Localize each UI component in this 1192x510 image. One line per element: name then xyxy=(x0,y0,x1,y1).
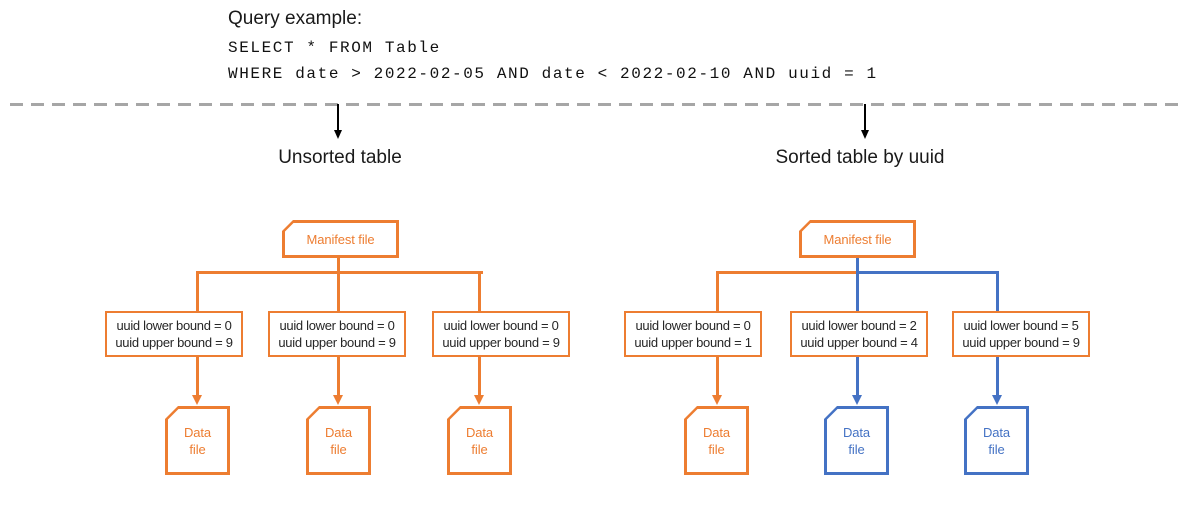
right-bound-box-1-line2: uuid upper bound = 1 xyxy=(634,335,752,350)
right-data-file-2-inner: Data file xyxy=(827,409,886,472)
left-bound-box-2: uuid lower bound = 0 uuid upper bound = … xyxy=(268,311,406,357)
left-data-file-2-line1: Data xyxy=(324,424,353,440)
left-data-file-3-line1: Data xyxy=(465,424,494,440)
right-connector-blue-horizontal xyxy=(855,271,999,274)
right-bound-box-3-line1: uuid lower bound = 5 xyxy=(963,318,1079,333)
right-bound-box-1: uuid lower bound = 0 uuid upper bound = … xyxy=(624,311,762,357)
left-data-file-3: Data file xyxy=(447,406,512,475)
right-arrow-3-line xyxy=(995,357,999,396)
right-data-file-1-inner: Data file xyxy=(687,409,746,472)
right-bound-box-2-line2: uuid upper bound = 4 xyxy=(800,335,918,350)
left-bound-box-1-line2: uuid upper bound = 9 xyxy=(115,335,233,350)
query-code-line2: WHERE date > 2022-02-05 AND date < 2022-… xyxy=(228,65,878,83)
right-bound-box-2-line1: uuid lower bound = 2 xyxy=(801,318,917,333)
right-data-file-2-line2: file xyxy=(848,441,865,457)
left-data-file-2-line2: file xyxy=(330,441,347,457)
left-arrow-2-line xyxy=(337,357,340,396)
left-connector-horizontal xyxy=(196,271,483,274)
right-arrow-1-icon xyxy=(711,395,722,405)
left-bound-box-2-line1: uuid lower bound = 0 xyxy=(279,318,395,333)
left-manifest-file-label: Manifest file xyxy=(306,231,375,247)
left-manifest-file-box: Manifest file xyxy=(282,220,399,258)
down-arrow-right-icon xyxy=(860,130,869,139)
left-arrow-2-icon xyxy=(333,395,343,405)
left-bound-box-3-line1: uuid lower bound = 0 xyxy=(443,318,559,333)
right-data-file-3-inner: Data file xyxy=(967,409,1026,472)
right-manifest-file-box: Manifest file xyxy=(799,220,916,258)
left-diagram-title: Unsorted table xyxy=(278,147,402,168)
left-data-file-1-line2: file xyxy=(189,441,206,457)
right-manifest-file-inner: Manifest file xyxy=(802,223,913,255)
right-manifest-file-label: Manifest file xyxy=(823,231,892,247)
left-bound-box-1-line1: uuid lower bound = 0 xyxy=(116,318,232,333)
left-connector-left-vertical xyxy=(196,271,199,311)
left-bound-box-1: uuid lower bound = 0 uuid upper bound = … xyxy=(105,311,243,357)
left-data-file-3-line2: file xyxy=(471,441,488,457)
right-bound-box-1-line1: uuid lower bound = 0 xyxy=(635,318,751,333)
left-arrow-3-line xyxy=(478,357,481,396)
left-bound-box-3-line2: uuid upper bound = 9 xyxy=(442,335,560,350)
right-diagram-title: Sorted table by uuid xyxy=(775,147,945,168)
left-data-file-2-inner: Data file xyxy=(309,409,368,472)
down-arrow-left-icon xyxy=(333,130,342,139)
right-connector-center-vertical xyxy=(855,258,859,311)
left-bound-box-3: uuid lower bound = 0 uuid upper bound = … xyxy=(432,311,570,357)
left-manifest-file-inner: Manifest file xyxy=(285,223,396,255)
left-connector-right-vertical xyxy=(478,271,481,311)
right-data-file-3-line2: file xyxy=(988,441,1005,457)
right-connector-blue-vertical xyxy=(995,271,999,311)
right-arrow-2-line xyxy=(855,357,859,396)
right-data-file-2: Data file xyxy=(824,406,889,475)
left-arrow-1-icon xyxy=(192,395,202,405)
right-bound-box-2: uuid lower bound = 2 uuid upper bound = … xyxy=(790,311,928,357)
right-data-file-3: Data file xyxy=(964,406,1029,475)
right-data-file-3-line1: Data xyxy=(982,424,1011,440)
right-bound-box-3: uuid lower bound = 5 uuid upper bound = … xyxy=(952,311,1090,357)
left-connector-center-vertical xyxy=(337,258,340,311)
left-data-file-1: Data file xyxy=(165,406,230,475)
down-arrow-left-line xyxy=(337,104,339,131)
left-bound-box-2-line2: uuid upper bound = 9 xyxy=(278,335,396,350)
left-arrow-3-icon xyxy=(474,395,484,405)
left-data-file-2: Data file xyxy=(306,406,371,475)
right-connector-orange-vertical xyxy=(715,271,719,311)
query-code-line1: SELECT * FROM Table xyxy=(228,39,441,57)
left-arrow-1-line xyxy=(196,357,199,396)
left-data-file-1-line1: Data xyxy=(183,424,212,440)
left-data-file-3-inner: Data file xyxy=(450,409,509,472)
right-connector-orange-horizontal xyxy=(715,271,859,274)
right-data-file-1-line2: file xyxy=(708,441,725,457)
query-example-title: Query example: xyxy=(228,8,363,29)
dashed-divider-line xyxy=(10,103,1184,106)
right-arrow-1-line xyxy=(715,357,719,396)
right-data-file-1: Data file xyxy=(684,406,749,475)
right-bound-box-3-line2: uuid upper bound = 9 xyxy=(962,335,1080,350)
right-arrow-3-icon xyxy=(991,395,1002,405)
down-arrow-right-line xyxy=(864,104,866,131)
right-data-file-2-line1: Data xyxy=(842,424,871,440)
left-data-file-1-inner: Data file xyxy=(168,409,227,472)
right-data-file-1-line1: Data xyxy=(702,424,731,440)
right-arrow-2-icon xyxy=(851,395,862,405)
